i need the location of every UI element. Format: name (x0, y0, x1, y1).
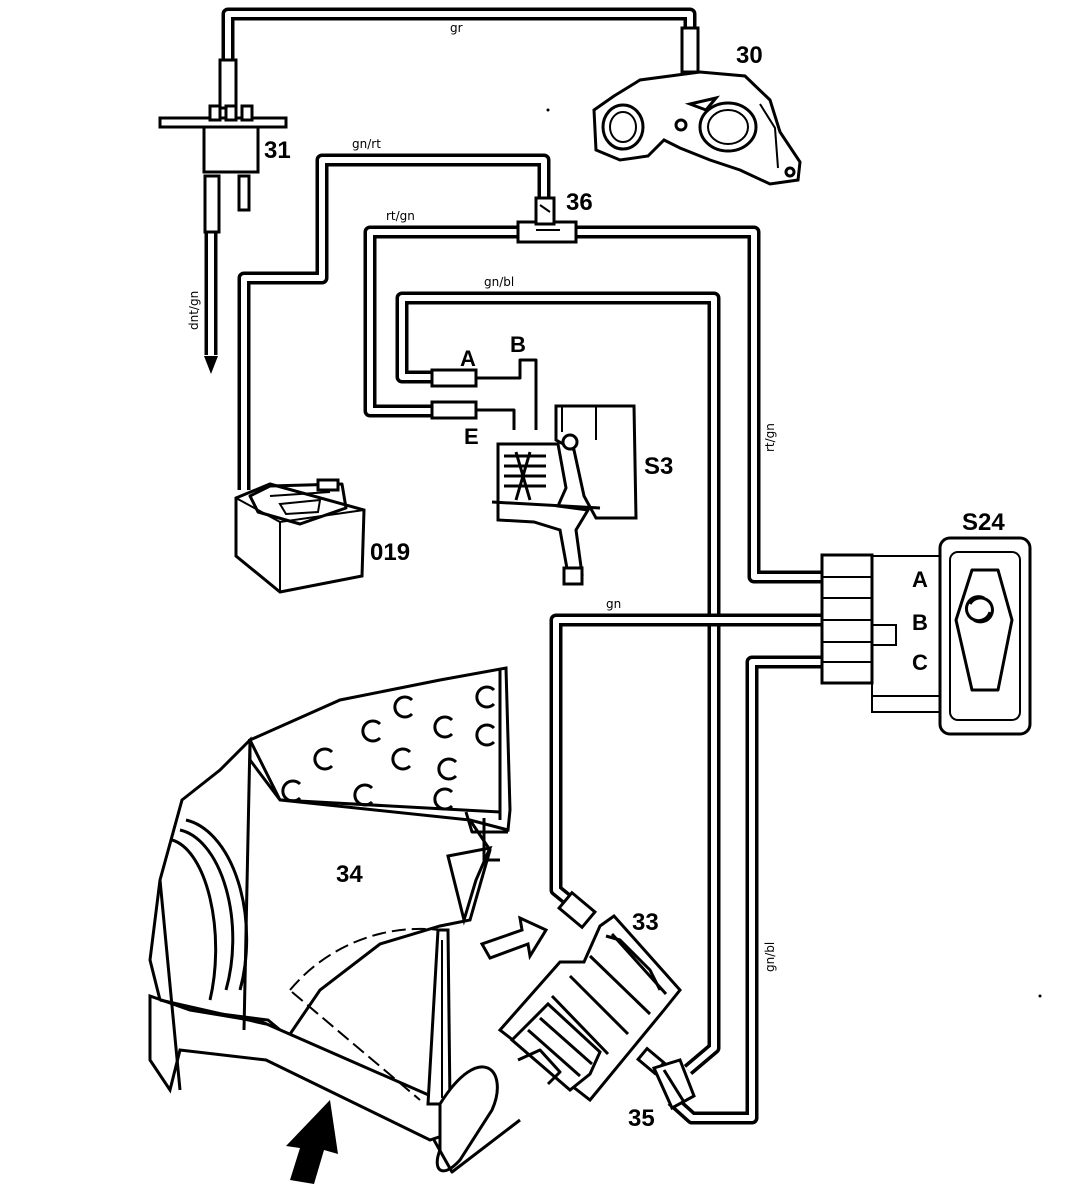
wire-label-gn-bl-top: gn/bl (484, 275, 514, 289)
vacuum-line-s24-b-loop (871, 624, 945, 713)
wire-label-gr: gr (450, 21, 463, 35)
callout-019: 019 (370, 539, 410, 566)
port-e-label: E (464, 424, 479, 449)
wire-label-rt-gn-top: rt/gn (386, 209, 415, 223)
switch-s24 (820, 536, 1032, 736)
vacuum-tank-019 (234, 478, 366, 594)
s24-port-a-label: A (912, 567, 928, 592)
wire-label-rt-gn-right: rt/gn (763, 423, 777, 452)
direction-arrow-outline (479, 915, 549, 961)
throttle-linkage-34 (148, 666, 549, 1184)
vacuum-line-rt-gn-right (572, 225, 826, 584)
wire-label-gn-bl-right: gn/bl (763, 942, 777, 972)
callout-s24: S24 (962, 509, 1005, 536)
callout-34: 34 (336, 861, 363, 888)
callout-31: 31 (264, 137, 291, 164)
intake-manifold-plate (592, 26, 802, 186)
vacuum-line-dnt-gn (204, 232, 218, 374)
wire-label-gn-rt: gn/rt (352, 137, 381, 151)
callout-36: 36 (566, 189, 593, 216)
wire-label-gn: gn (606, 597, 621, 611)
s24-port-c-label: C (912, 650, 928, 675)
vacuum-line-gn-rt (237, 153, 551, 490)
port-a-label: A (460, 346, 476, 371)
wire-label-dnt-gn: dnt/gn (187, 291, 201, 330)
callout-s3: S3 (644, 453, 673, 480)
port-b-label: B (510, 332, 526, 357)
vacuum-line-rt-gn (363, 225, 524, 418)
direction-arrow-solid (286, 1100, 338, 1184)
callout-35: 35 (628, 1105, 655, 1132)
vacuum-line-gn-bl-top (395, 291, 721, 1075)
callout-30: 30 (736, 42, 763, 69)
pedal-grip-pattern (281, 685, 496, 811)
tee-fitting-36 (516, 196, 578, 244)
vacuum-line-gn-bl-right (667, 655, 826, 1125)
vacuum-connector-31 (158, 58, 288, 234)
valve-s3 (430, 358, 638, 586)
vacuum-line-gr (221, 7, 697, 62)
vacuum-actuator-33 (497, 890, 696, 1111)
s24-port-b-label: B (912, 610, 928, 635)
callout-33: 33 (632, 909, 659, 936)
